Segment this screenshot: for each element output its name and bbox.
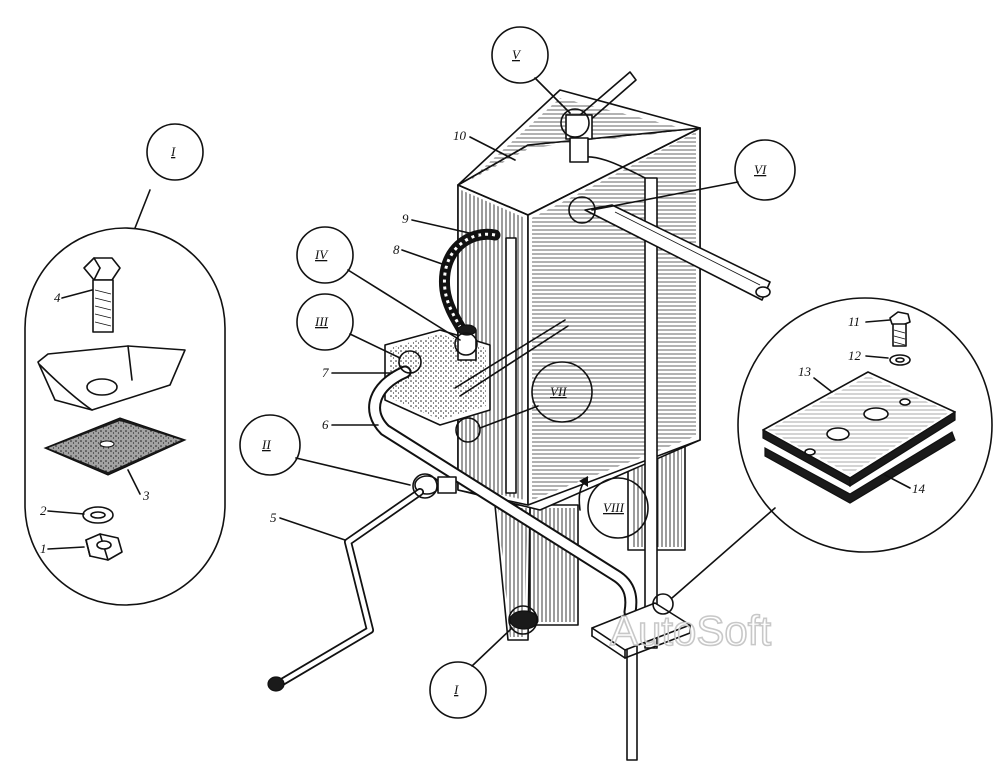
callout-VI: VI (568, 139, 796, 224)
callout-label: V (512, 47, 522, 62)
callout-IV: IV (296, 226, 478, 356)
callout-label: VI (754, 162, 767, 177)
part-number: 9 (402, 211, 409, 226)
callout-label: VII (550, 384, 567, 399)
callout-II: II (239, 414, 438, 499)
callout-III: III (296, 293, 422, 374)
part-number: 13 (798, 364, 812, 379)
callout-label: IV (314, 247, 329, 262)
callout-label: I (170, 144, 176, 159)
bolt-icon (83, 257, 121, 333)
callout-VII: VII (455, 361, 593, 443)
detail-view-right (671, 297, 993, 599)
detail-view-I (24, 189, 226, 606)
callout-I-top: I (146, 123, 204, 181)
part-number: 5 (270, 510, 277, 525)
part-number: 8 (393, 242, 400, 257)
nut-icon (85, 533, 123, 561)
part-number: 10 (453, 128, 467, 143)
callout-label: I (453, 682, 459, 697)
callout-label: III (314, 314, 329, 329)
callout-label: II (261, 437, 271, 452)
washer-icon (82, 506, 114, 524)
part-number: 12 (848, 348, 862, 363)
gasket-icon (43, 417, 187, 476)
part-labels: 1 2 3 4 5 6 7 8 9 10 11 12 13 14 (40, 128, 926, 556)
part-number: 11 (848, 314, 860, 329)
part-number: 1 (40, 541, 47, 556)
callout-marker (652, 593, 674, 615)
callout-VIII: VIII (587, 477, 649, 539)
part-number: 2 (40, 503, 47, 518)
bracket-plate-icon (37, 345, 186, 411)
part-number: 3 (142, 488, 150, 503)
part-number: 6 (322, 417, 329, 432)
mounting-plate-icon (762, 371, 956, 504)
watermark: AutoSoft (610, 607, 771, 654)
bolt-icon (889, 311, 911, 347)
callout-label: VIII (603, 500, 625, 515)
part-number: 7 (322, 365, 329, 380)
washer-icon (889, 354, 911, 366)
main-assembly (267, 71, 771, 761)
callout-V: V (491, 26, 590, 138)
part-number: 4 (54, 290, 61, 305)
part-number: 14 (912, 481, 926, 496)
callout-I-bottom: I (429, 605, 538, 719)
